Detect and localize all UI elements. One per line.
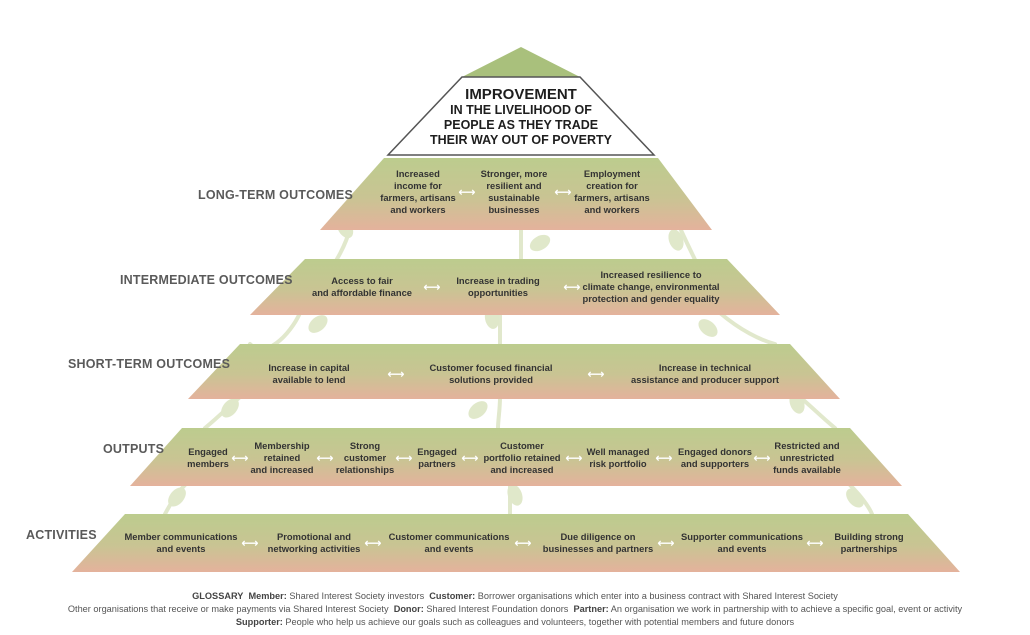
arrow-icon: ⟷ xyxy=(657,536,675,550)
glossary-def-member: Shared Interest Society investors xyxy=(289,591,425,601)
glossary-line-2: Other organisations that receive or make… xyxy=(0,603,1030,615)
band-long-term xyxy=(320,158,712,230)
apex-line-1: IMPROVEMENT xyxy=(465,86,577,103)
arrow-icon: ⟷ xyxy=(587,367,605,381)
tier-label-activities: ACTIVITIES xyxy=(26,528,97,542)
outputs-item-4: Engaged partners xyxy=(417,446,457,469)
arrow-icon: ⟷ xyxy=(655,451,673,465)
arrow-icon: ⟷ xyxy=(395,451,413,465)
glossary-def-partner: An organisation we work in partnership w… xyxy=(610,604,963,614)
outputs-item-5: Customer portfolio retained and increase… xyxy=(483,440,561,475)
short-term-item-1: Increase in capital available to lend xyxy=(268,362,350,385)
activities-item-5: Supporter communications and events xyxy=(681,531,803,554)
outputs-item-3: Strong customer relationships xyxy=(335,440,395,475)
apex-line-3: PEOPLE AS THEY TRADE xyxy=(443,118,599,132)
intermediate-item-3: Increased resilience to climate change, … xyxy=(582,269,720,304)
outputs-item-1: Engaged members xyxy=(187,446,229,469)
arrow-icon: ⟷ xyxy=(458,185,476,199)
arrow-icon: ⟷ xyxy=(554,185,572,199)
arrow-icon: ⟷ xyxy=(514,536,532,550)
arrow-icon: ⟷ xyxy=(565,451,583,465)
glossary-term-supporter: Supporter: xyxy=(235,617,283,627)
tier-label-short-term: SHORT-TERM OUTCOMES xyxy=(68,357,231,371)
arrow-icon: ⟷ xyxy=(316,451,334,465)
activities-item-6: Building strong partnerships xyxy=(834,531,904,554)
band-activities xyxy=(72,514,960,572)
arrow-icon: ⟷ xyxy=(461,451,479,465)
outputs-item-7: Engaged donors and supporters xyxy=(678,446,752,469)
short-term-item-3: Increase in technical assistance and pro… xyxy=(631,362,779,385)
arrow-icon: ⟷ xyxy=(806,536,824,550)
arrow-icon: ⟷ xyxy=(387,367,405,381)
short-term-item-2: Customer focused financial solutions pro… xyxy=(429,362,553,385)
arrow-icon: ⟷ xyxy=(241,536,259,550)
arrow-icon: ⟷ xyxy=(753,451,771,465)
band-intermediate xyxy=(250,259,780,315)
arrow-icon: ⟷ xyxy=(423,280,441,294)
arrow-icon: ⟷ xyxy=(364,536,382,550)
long-term-item-3: Employment creation for farmers, artisan… xyxy=(574,168,650,215)
apex-line-4: THEIR WAY OUT OF POVERTY xyxy=(430,133,612,147)
glossary-title: GLOSSARY xyxy=(192,591,244,601)
tier-label-intermediate: INTERMEDIATE OUTCOMES xyxy=(120,273,293,287)
glossary-term-partner: Partner: xyxy=(573,604,609,614)
outputs-item-8: Restricted and unrestricted funds availa… xyxy=(773,440,841,475)
glossary-def-customer-cont: Other organisations that receive or make… xyxy=(67,604,389,614)
tier-label-outputs: OUTPUTS xyxy=(103,442,165,456)
arrow-icon: ⟷ xyxy=(231,451,249,465)
intermediate-item-2: Increase in trading opportunities xyxy=(456,275,540,298)
activities-item-2: Promotional and networking activities xyxy=(267,531,361,554)
activities-item-1: Member communications and events xyxy=(124,531,238,554)
glossary-term-donor: Donor: xyxy=(393,604,424,614)
activities-item-3: Customer communications and events xyxy=(388,531,510,554)
glossary-term-member: Member: xyxy=(248,591,287,601)
band-outputs xyxy=(130,428,902,486)
arrow-icon: ⟷ xyxy=(563,280,581,294)
apex-line-2: IN THE LIVELIHOOD OF xyxy=(450,103,592,117)
glossary-def-customer: Borrower organisations which enter into … xyxy=(477,591,838,601)
tier-label-long-term: LONG-TERM OUTCOMES xyxy=(198,188,353,202)
apex-triangle xyxy=(462,47,580,77)
glossary-line-1: GLOSSARY Member: Shared Interest Society… xyxy=(0,590,1030,602)
band-short-term xyxy=(188,344,840,399)
outputs-item-6: Well managed risk portfolio xyxy=(586,446,650,469)
apex-title: IMPROVEMENT IN THE LIVELIHOOD OF PEOPLE … xyxy=(430,86,612,148)
long-term-item-1: Increased income for farmers, artisans a… xyxy=(380,168,456,215)
glossary-term-customer: Customer: xyxy=(429,591,476,601)
glossary-def-supporter: People who help us achieve our goals suc… xyxy=(285,617,795,627)
activities-item-4: Due diligence on businesses and partners xyxy=(542,531,654,554)
intermediate-item-1: Access to fair and affordable finance xyxy=(311,275,413,298)
glossary-line-3: Supporter: People who help us achieve ou… xyxy=(0,616,1030,628)
glossary-def-donor: Shared Interest Foundation donors xyxy=(426,604,569,614)
long-term-item-2: Stronger, more resilient and sustainable… xyxy=(480,168,548,215)
apex-title-box xyxy=(386,76,656,156)
outputs-item-2: Membership retained and increased xyxy=(250,440,314,475)
